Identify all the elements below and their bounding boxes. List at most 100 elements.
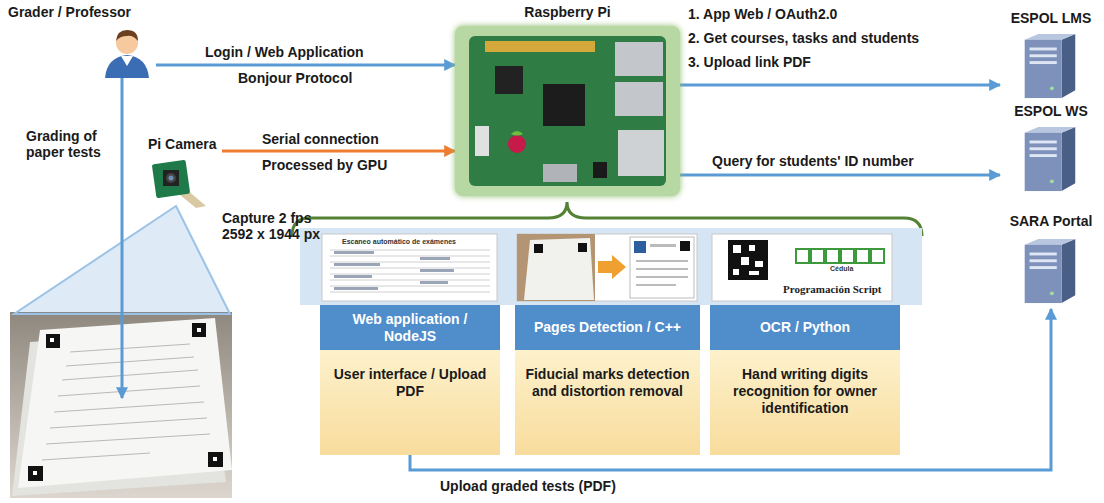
illustration-part (152, 160, 190, 198)
illustration-part (166, 173, 176, 183)
node-text: User interface / Upload PDF (328, 366, 492, 400)
server-icon (1014, 30, 1084, 100)
illustration-part (630, 237, 694, 298)
person-node: Grader / Professor (8, 4, 156, 76)
raspberry-pi-board (455, 26, 680, 196)
illustration-part (213, 457, 217, 461)
illustration-part (796, 249, 884, 263)
icon (1014, 235, 1084, 309)
device-frame (455, 26, 680, 196)
node-text: ESPOL LMS (1000, 10, 1102, 27)
illustration-part (593, 162, 607, 178)
illustration-part (650, 244, 676, 247)
illustration-part (58, 386, 200, 396)
illustration-part (636, 268, 688, 270)
illustration-part (543, 84, 585, 126)
screenshot-panel (300, 228, 922, 305)
illustration-part (856, 249, 869, 263)
illustration-part (1030, 54, 1057, 57)
illustration-part (70, 344, 190, 352)
illustration-part (485, 41, 595, 52)
node-text: Pages Detection / C++ (523, 319, 692, 336)
illustration-part (826, 249, 839, 263)
camera-icon (150, 156, 206, 208)
node-text: OCR / Python (718, 319, 892, 336)
illustration-part (62, 370, 198, 380)
illustration-part (18, 318, 232, 488)
annotation: Grading of paper tests (26, 128, 118, 160)
illustration-part (475, 126, 489, 156)
illustration-part (334, 287, 378, 290)
node-text: Raspberry Pi (455, 4, 680, 21)
device-node: Raspberry Pi (455, 4, 680, 196)
illustration-part (169, 176, 174, 181)
illustration-part (728, 240, 768, 280)
illustration-part (420, 257, 450, 260)
illustration-part (1030, 61, 1057, 64)
illustration-part (46, 434, 210, 444)
illustration-part (1030, 259, 1057, 262)
illustration-part (163, 170, 179, 186)
illustration-part (330, 250, 490, 251)
module-box: User interface / Upload PDF (320, 350, 500, 455)
illustration-part (712, 234, 892, 301)
camera-node: Pi Camera (148, 136, 222, 210)
annotation: Capture 2 fps 2592 x 1944 px (222, 210, 334, 242)
illustration-part (197, 328, 201, 332)
illustration-part (543, 164, 577, 182)
illustration-part (524, 238, 594, 300)
edge-note: Bonjour Protocol (238, 70, 352, 86)
illustration-part (517, 234, 595, 301)
illustration-part (330, 256, 490, 257)
illustration-part (330, 286, 490, 287)
illustration-part (1062, 239, 1076, 303)
illustration-part (615, 42, 663, 76)
illustration-part (330, 274, 490, 275)
edge-label: Query for students' ID number (712, 153, 914, 169)
illustration-part (330, 250, 490, 292)
icon (1014, 123, 1084, 197)
illustration-part (1030, 141, 1057, 144)
illustration-part (42, 453, 150, 460)
screenshot-text: Escaneo automático de exámenes (342, 238, 456, 246)
illustration-part (330, 262, 490, 263)
illustration-part (1050, 179, 1054, 183)
illustration-part (46, 334, 60, 348)
icon (1014, 30, 1084, 104)
module-header: OCR / Python (710, 305, 900, 350)
illustration-part (871, 249, 884, 263)
illustration-part (1025, 127, 1076, 133)
server-node: SARA Portal (1000, 213, 1102, 309)
connector (156, 64, 455, 67)
edge-note: Processed by GPU (262, 157, 387, 173)
node-text: SARA Portal (1000, 213, 1102, 230)
illustration-part (469, 36, 666, 186)
server-node: ESPOL LMS (1000, 10, 1102, 102)
illustration-part (680, 241, 690, 251)
illustration-part (1030, 48, 1057, 51)
illustration-part (495, 66, 523, 94)
illustration-part (105, 55, 149, 78)
module-box: Hand writing digits recognition for owne… (710, 350, 900, 455)
module-header: Web application / NodeJS (320, 305, 500, 350)
illustration-part (1030, 266, 1057, 269)
illustration-part (796, 249, 809, 263)
illustration-part (733, 245, 763, 275)
node-text: Grader / Professor (8, 4, 131, 21)
screenshot-detection (517, 234, 697, 301)
connector (680, 84, 1000, 87)
illustration-part (208, 452, 223, 467)
illustration-part (1062, 34, 1076, 98)
node-text: Pi Camera (148, 136, 216, 153)
illustration-part (1025, 40, 1062, 98)
step-note: 3. Upload link PDF (688, 54, 811, 70)
screenshot-text: Programación Script (783, 283, 881, 295)
illustration-part (334, 263, 380, 266)
illustration-part (330, 292, 490, 293)
node-text: Fiducial marks detection and distortion … (523, 366, 692, 400)
illustration-part (334, 251, 454, 290)
illustration-part (66, 357, 194, 366)
illustration-part (28, 466, 43, 481)
module-box: Fiducial marks detection and distortion … (515, 350, 700, 455)
